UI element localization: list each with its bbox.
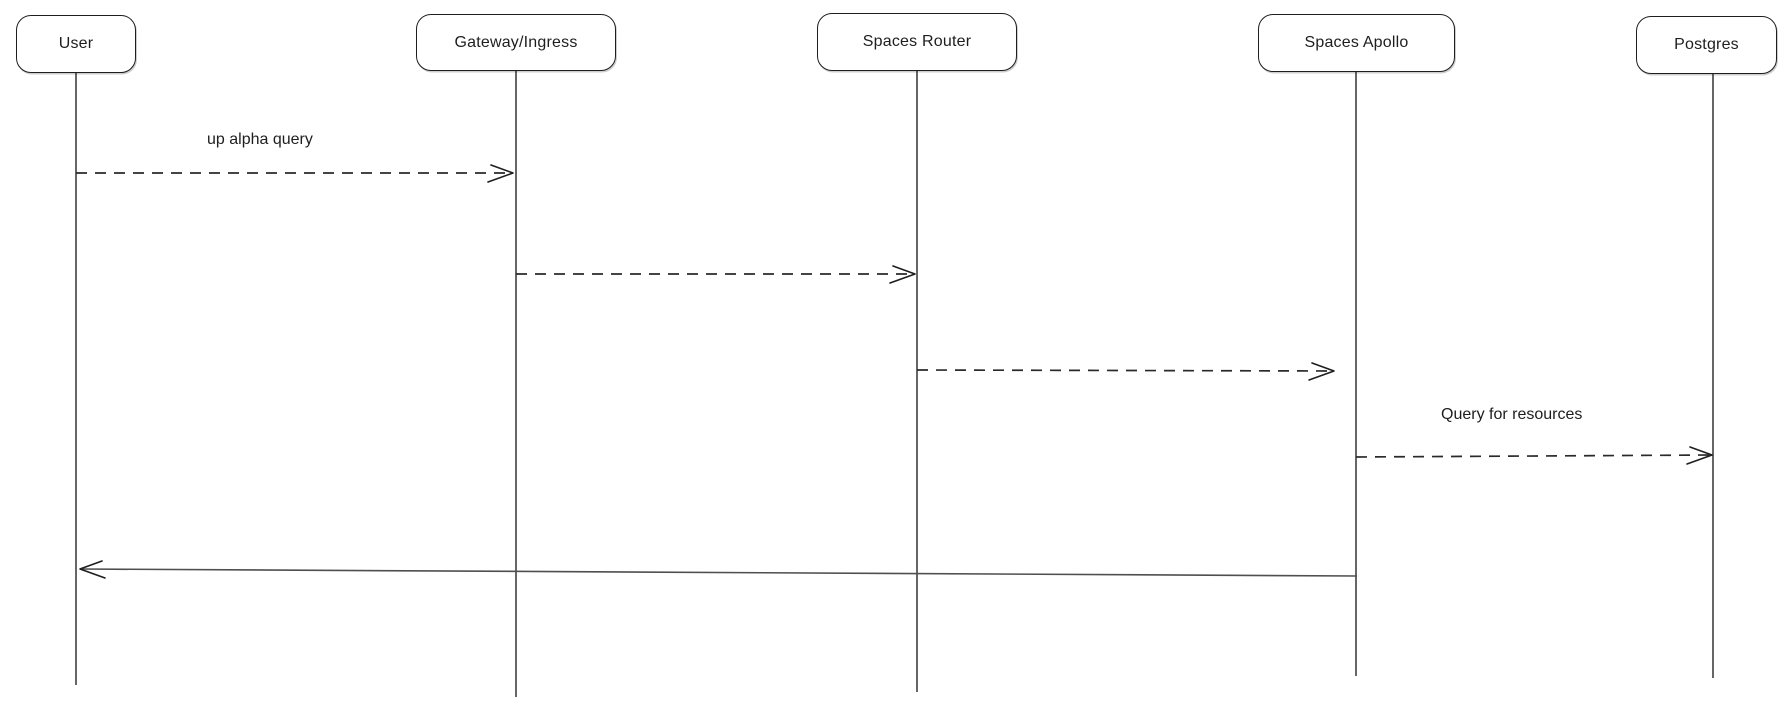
actor-label-spaces-apollo: Spaces Apollo	[1304, 34, 1409, 51]
message-label-apollo-to-postgres: Query for resources	[1441, 406, 1583, 423]
arrowhead-apollo-return-to-user	[79, 560, 106, 579]
actor-box-user[interactable]: User	[16, 15, 136, 73]
actor-label-postgres: Postgres	[1674, 36, 1739, 53]
actor-label-spaces-router: Spaces Router	[862, 33, 972, 50]
arrowhead-user-to-gateway	[487, 164, 514, 183]
actor-box-spaces-apollo[interactable]: Spaces Apollo	[1258, 14, 1455, 72]
arrowhead-apollo-to-postgres	[1686, 446, 1713, 465]
actor-box-spaces-router[interactable]: Spaces Router	[817, 13, 1017, 71]
message-label-user-to-gateway: up alpha query	[207, 131, 313, 148]
arrowhead-gateway-to-router	[889, 265, 916, 284]
arrowhead-router-to-apollo	[1308, 362, 1335, 381]
actor-label-gateway: Gateway/Ingress	[454, 33, 578, 51]
message-line-apollo-to-postgres	[1355, 454, 1713, 458]
actor-box-postgres[interactable]: Postgres	[1636, 16, 1777, 74]
message-line-apollo-return-to-user	[79, 568, 1358, 577]
actor-box-gateway[interactable]: Gateway/Ingress	[416, 14, 616, 71]
message-line-router-to-apollo	[916, 369, 1335, 372]
actor-label-user: User	[58, 35, 94, 52]
